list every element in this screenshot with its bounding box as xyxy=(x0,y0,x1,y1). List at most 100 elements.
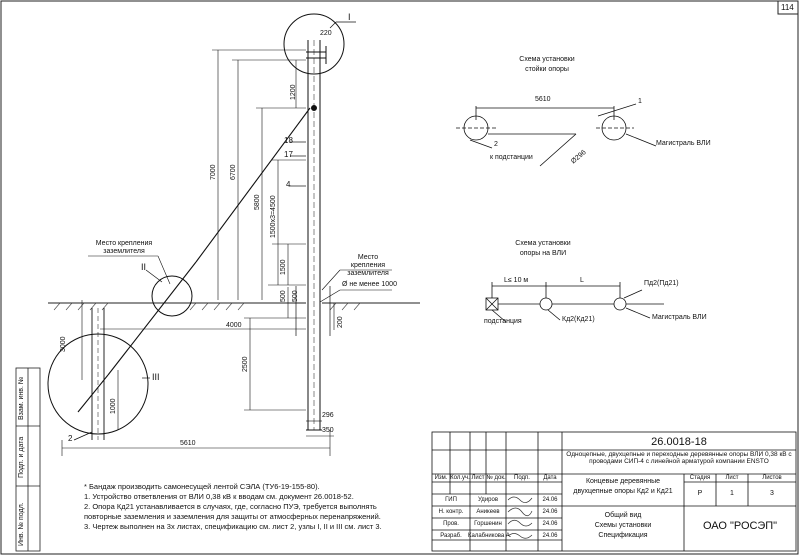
scheme1-callout-2: 2 xyxy=(494,141,498,148)
callout-leaders xyxy=(73,21,356,441)
page-number-box xyxy=(777,0,799,15)
dim-296: 296 xyxy=(322,412,334,419)
callout-18: 18 xyxy=(284,136,293,145)
date-ncontrol: 24.06 xyxy=(542,509,558,515)
callout-2: 2 xyxy=(68,434,73,443)
callout-4: 4 xyxy=(286,180,291,189)
strut-brace xyxy=(77,107,311,413)
col-sign: Подп. xyxy=(514,475,530,481)
sheet-header: Лист xyxy=(725,475,739,481)
note-3: повторные заземления и заземления для за… xyxy=(84,512,381,521)
note-0: * Бандаж производить самонесущей лентой … xyxy=(84,482,320,491)
role-developed: Разраб. xyxy=(440,533,462,539)
dim-500-upper: 500 xyxy=(280,290,287,302)
scheme2-pd2: Пд2(Пд21) xyxy=(644,280,679,287)
pole-top-bracket xyxy=(306,46,327,111)
dim-3000: 3000 xyxy=(60,336,67,352)
sheets-header: Листов xyxy=(762,475,782,481)
detail-circle-II xyxy=(151,275,193,317)
col-date: Дата xyxy=(543,475,557,481)
callout-17: 17 xyxy=(284,150,293,159)
dim-1000: 1000 xyxy=(110,398,117,414)
detail-circle-III xyxy=(47,333,149,435)
scheme2-main-line: Магистраль ВЛИ xyxy=(652,314,707,321)
scheme2-graphic xyxy=(485,282,664,323)
dim-4000: 4000 xyxy=(226,322,242,329)
signatures xyxy=(507,496,533,539)
side-stamp-replace: Взам. инв. № xyxy=(18,376,25,420)
stage-header: Стадия xyxy=(689,475,711,481)
scheme2-dim-l: L xyxy=(580,277,584,284)
scheme2-substation: подстанция xyxy=(484,318,522,325)
dim-2500: 2500 xyxy=(242,356,249,372)
callout-II: II xyxy=(141,262,147,272)
pole-ground-lines xyxy=(295,286,331,336)
label-leaders xyxy=(88,255,392,303)
dim-1500x3: 1500x3=4500 xyxy=(270,195,277,238)
col-change: Изм. xyxy=(434,475,448,481)
name-ncontrol: Аникеев xyxy=(476,509,500,515)
note-2: 2. Опора Кд21 устанавливается в случаях,… xyxy=(84,502,377,511)
name-gip: Удиров xyxy=(477,497,499,503)
scheme1-callout-1: 1 xyxy=(638,98,642,105)
detail-circle-I xyxy=(283,13,345,75)
dim-350: 350 xyxy=(322,427,334,434)
scheme2-kd2: Кд2(Кд21) xyxy=(562,316,595,323)
col-count: Кол.уч. xyxy=(450,475,470,481)
drawing-notes: * Бандаж производить самонесущей лентой … xyxy=(84,482,424,532)
date-checked: 24.06 xyxy=(542,521,558,527)
dim-5610: 5610 xyxy=(180,440,196,447)
brace-underground xyxy=(91,308,105,440)
sheet-value: 1 xyxy=(730,490,734,497)
sheet-title-1: Концевые деревянные xyxy=(585,478,661,485)
drawing-type-3: Спецификация xyxy=(598,532,648,539)
doc-code: 26.0018-18 xyxy=(651,436,707,448)
label-ground-left: Место крепления заземлителя xyxy=(95,240,153,255)
label-ground-right: Место крепления заземлителя xyxy=(347,254,389,277)
sheets-value: 3 xyxy=(770,490,774,497)
scheme1-to-substation: к подстанции xyxy=(490,154,533,161)
page-number: 114 xyxy=(781,3,794,12)
dim-6700: 6700 xyxy=(230,164,237,180)
note-1: 1. Устройство ответвления от ВЛИ 0,38 кВ… xyxy=(84,492,354,501)
dim-1200: 1200 xyxy=(290,84,297,100)
dim-1500: 1500 xyxy=(280,259,287,275)
role-gip: ГИП xyxy=(445,497,457,503)
dim-7000: 7000 xyxy=(210,164,217,180)
name-developed: Калабникова А. xyxy=(468,533,512,539)
side-stamp-inv: Инв. № подл. xyxy=(18,502,25,546)
scheme2-dim-l10: L≤ 10 м xyxy=(504,277,529,284)
dim-200: 200 xyxy=(337,316,344,328)
scheme1-main-line: Магистраль ВЛИ xyxy=(656,140,711,147)
stage-value: Р xyxy=(697,490,703,497)
scheme1-title-2: стойки опоры xyxy=(525,66,569,73)
col-sheet: Лист xyxy=(471,475,485,481)
dimension-lines xyxy=(61,49,335,456)
label-min-dia: Ø не менее 1000 xyxy=(342,281,397,288)
scheme1-graphic xyxy=(456,103,657,167)
scheme1-dim: 5610 xyxy=(535,96,551,103)
col-docno: № док. xyxy=(486,475,506,481)
title-block-lines xyxy=(431,431,797,552)
side-stamp-sign: Подп. и дата xyxy=(18,436,25,478)
drawing-type-1: Общий вид xyxy=(604,512,642,519)
note-4: 3. Чертеж выполнен на 3х листах, специфи… xyxy=(84,522,382,531)
role-ncontrol: Н. контр. xyxy=(438,509,464,515)
date-gip: 24.06 xyxy=(542,497,558,503)
dim-5800: 5800 xyxy=(254,194,261,210)
side-stamp-lines xyxy=(15,367,41,552)
main-pole xyxy=(306,40,322,431)
scheme1-title-1: Схема установки xyxy=(519,56,575,63)
callout-III: III xyxy=(152,372,160,382)
drawing-type-2: Схемы установки xyxy=(594,522,652,529)
scheme2-title-2: опоры на ВЛИ xyxy=(519,250,567,257)
ground-hatch xyxy=(53,302,361,311)
project-name: Одноцепные, двухцепные и переходные дере… xyxy=(566,451,792,465)
sheet-title-2: двухцепные опоры Кд2 и Кд21 xyxy=(573,488,673,495)
dim-500-lower: 500 xyxy=(292,290,299,302)
scheme2-title-1: Схема установки xyxy=(515,240,571,247)
date-developed: 24.06 xyxy=(542,533,558,539)
organization: ОАО "РОСЭП" xyxy=(702,520,778,532)
